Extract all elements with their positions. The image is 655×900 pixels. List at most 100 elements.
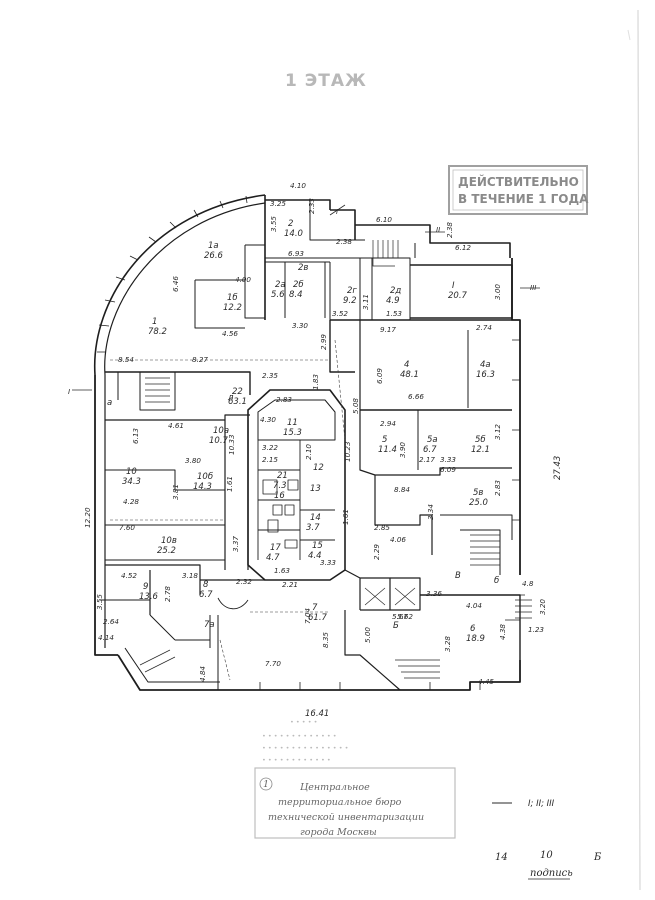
- room-number: 9: [143, 582, 148, 592]
- room-number: 15: [312, 541, 323, 551]
- room-number: 2а: [275, 280, 286, 290]
- room-number: 10: [126, 467, 137, 477]
- room-number: 7а: [204, 620, 215, 630]
- room-number: 2г: [347, 286, 357, 296]
- dimension-label: 4.52: [121, 571, 137, 580]
- room-number: I: [452, 281, 455, 291]
- room-number: б: [494, 576, 499, 586]
- dimension-label: 2.35: [262, 371, 278, 380]
- section-legend: I; II; III: [528, 799, 555, 809]
- room-number: а: [107, 398, 112, 408]
- svg-text:• • • • • • • • • • • • •: • • • • • • • • • • • • •: [262, 732, 337, 740]
- dimension-label: 5.08: [351, 398, 360, 414]
- dimension-label: 7.60: [119, 523, 135, 532]
- dimension-label: 2.74: [476, 323, 492, 332]
- dimension-label: 1.63: [274, 566, 290, 575]
- footer-left: 14: [495, 852, 508, 863]
- dimension-label: 3.11: [361, 294, 370, 310]
- room-number: 10б: [197, 472, 213, 482]
- dimension-label: 9.17: [380, 325, 396, 334]
- footer-right: Б: [593, 852, 602, 863]
- room-number: 2б: [293, 280, 304, 290]
- room-number: В: [455, 571, 461, 581]
- dimension-label: 2.17: [419, 455, 435, 464]
- dimension-label: 3.55: [95, 594, 104, 610]
- bureau-line-2: территориальное бюро: [278, 797, 402, 808]
- room-number: 4: [404, 360, 409, 370]
- footer-mid: 10: [540, 850, 553, 861]
- dimension-label: 3.33: [440, 455, 456, 464]
- room-number: 17: [270, 543, 281, 553]
- section-mark-2: II: [436, 225, 440, 234]
- floor-title: 1 ЭТАЖ: [285, 71, 367, 91]
- section-mark-1-top: I: [336, 207, 338, 216]
- dimension-label: 3.18: [182, 571, 198, 580]
- dimension-label: 1.61: [225, 476, 234, 492]
- room-area: 15.3: [283, 428, 302, 438]
- dimension-label: 6.13: [131, 428, 140, 444]
- room-number: 1а: [208, 241, 219, 251]
- room-area: 13.6: [139, 592, 159, 602]
- dimension-label: 6.12: [455, 243, 471, 252]
- dimension-label: 3.00: [493, 284, 502, 300]
- bureau-line-1: Центральное: [300, 782, 370, 793]
- dimension-label: 10.33: [227, 434, 236, 455]
- dimension-label: 7.70: [265, 659, 281, 668]
- room-area: 20.7: [448, 291, 468, 301]
- dimension-label: 3.30: [292, 321, 308, 330]
- room-area: 4.4: [308, 551, 322, 561]
- room-number: 7: [312, 603, 318, 613]
- room-area: 5.6: [271, 290, 285, 300]
- dimension-label: 1.83: [311, 374, 320, 390]
- svg-text:• • • • •: • • • • •: [290, 718, 317, 726]
- room-number: 5а: [427, 435, 438, 445]
- dimension-label: 2.85: [374, 523, 390, 532]
- bureau-stamp-number: 1: [263, 779, 269, 790]
- section-mark-3: III: [530, 283, 536, 292]
- room-number: 1б: [227, 293, 238, 303]
- measure-lines: [110, 339, 346, 681]
- room-area: 11.4: [378, 445, 397, 455]
- dimension-label: 8.84: [394, 485, 410, 494]
- dimension-label: 4.61: [168, 421, 184, 430]
- room-area: 25.2: [157, 546, 176, 556]
- dimension-label: 2.32: [236, 577, 252, 586]
- room-number: 5: [382, 435, 387, 445]
- dimension-label: 3.37: [231, 536, 240, 552]
- dimension-label: 1.53: [386, 309, 402, 318]
- room-area: 10.7: [209, 436, 229, 446]
- dimension-label: 3.52: [332, 309, 348, 318]
- dimension-label: 2.10: [304, 444, 313, 460]
- room-number: 4а: [480, 360, 491, 370]
- room-number: 21: [277, 471, 288, 481]
- dimension-label: 8.27: [192, 355, 208, 364]
- section-mark-1-left: I: [68, 387, 70, 396]
- svg-text:• • • • • • • • • • • • • • •: • • • • • • • • • • • • • • •: [262, 744, 348, 752]
- validity-stamp: ДЕЙСТВИТЕЛЬНО В ТЕЧЕНИЕ 1 ГОДА: [448, 165, 589, 215]
- dimension-label: 6.66: [408, 392, 424, 401]
- dimension-label: 2.38: [336, 237, 352, 246]
- room-number: 1: [152, 317, 157, 327]
- svg-text:• • • • • • • • • • • •: • • • • • • • • • • • •: [262, 756, 331, 764]
- dimension-label: 6.09: [440, 465, 456, 474]
- room-area: 12.1: [471, 445, 490, 455]
- dimension-label: 1.61: [341, 509, 350, 525]
- room-number: 2д: [390, 286, 401, 296]
- dimension-label: 2.83: [493, 480, 502, 496]
- dimension-label: 3.12: [493, 424, 502, 440]
- room-area: 25.0: [469, 498, 488, 508]
- dimension-label: 3.80: [185, 456, 201, 465]
- room-area: 4.9: [386, 296, 400, 306]
- dimension-label: 4.04: [466, 601, 482, 610]
- room-area: 12.2: [223, 303, 242, 313]
- room-area: 14.3: [193, 482, 212, 492]
- dimension-label: 2.21: [282, 580, 298, 589]
- bureau-line-4: города Москвы: [300, 827, 377, 838]
- room-number: 12: [313, 463, 324, 473]
- dimension-label: 4.10: [290, 181, 306, 190]
- dimension-label: 4.84: [198, 666, 207, 682]
- room-area: 6.7: [199, 590, 213, 600]
- room-number: 5б: [475, 435, 486, 445]
- dimension-label: 3.33: [320, 558, 336, 567]
